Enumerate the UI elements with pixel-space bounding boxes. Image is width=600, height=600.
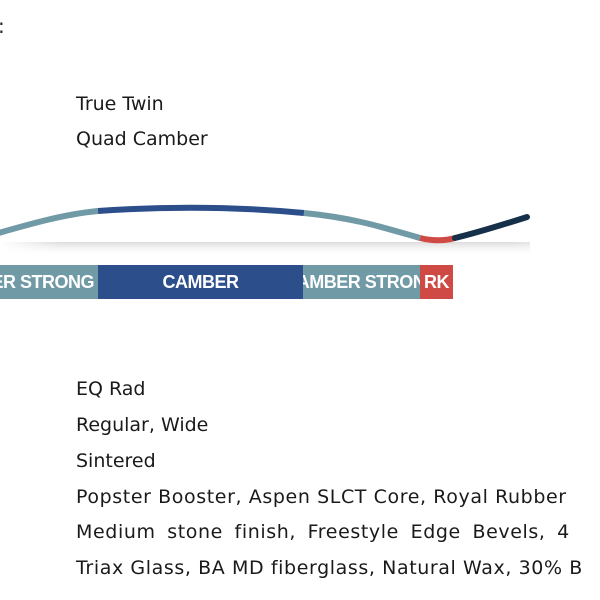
finish-value: Medium stone finish, Freestyle Edge Beve… bbox=[76, 521, 570, 543]
corner-mark: : bbox=[0, 14, 5, 38]
zone-camber-strong-left: CAMBER STRONG bbox=[0, 265, 98, 299]
curve-rocker bbox=[419, 235, 456, 244]
curve-camber-strong-right bbox=[303, 210, 421, 241]
widths-value: Regular, Wide bbox=[76, 414, 209, 436]
ground-shadow bbox=[0, 242, 530, 256]
core-value: Popster Booster, Aspen SLCT Core, Royal … bbox=[76, 486, 567, 508]
zone-camber: CAMBER bbox=[98, 265, 303, 299]
camber-profile-value: Quad Camber bbox=[76, 128, 208, 150]
camber-profile-diagram bbox=[0, 204, 530, 256]
curve-camber-strong-left bbox=[0, 208, 99, 236]
materials-value: Triax Glass, BA MD fiberglass, Natural W… bbox=[76, 557, 583, 579]
curve-camber bbox=[97, 204, 305, 216]
shape-value: True Twin bbox=[76, 93, 164, 115]
sidecut-value: EQ Rad bbox=[76, 378, 146, 400]
curve-tip bbox=[452, 214, 530, 241]
base-value: Sintered bbox=[76, 450, 156, 472]
zone-rocker: RK bbox=[420, 265, 453, 299]
camber-zone-bar: CAMBER STRONG CAMBER CAMBER STRONG RK bbox=[0, 265, 453, 299]
zone-camber-strong-right: CAMBER STRONG bbox=[303, 265, 420, 299]
